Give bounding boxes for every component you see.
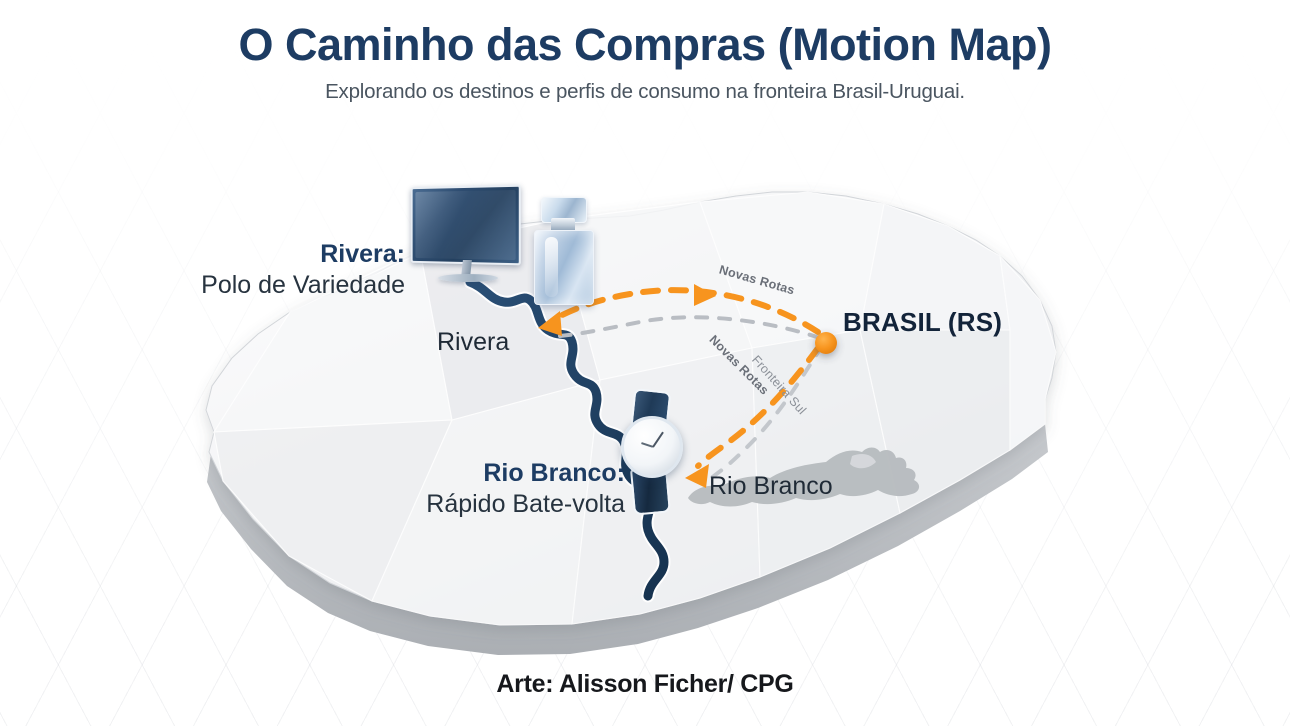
callout-rio-branco-description: Rápido Bate-volta — [426, 489, 625, 518]
origin-label-brasil-rs: BRASIL (RS) — [843, 307, 1003, 337]
page-title: O Caminho das Compras (Motion Map) — [238, 19, 1052, 70]
callout-rivera: Rivera: Polo de Variedade — [150, 240, 405, 300]
callout-rio-branco: Rio Branco: Rápido Bate-volta — [370, 459, 625, 519]
artwork-credit: Arte: Alisson Ficher/ CPG — [496, 670, 794, 698]
page-subtitle: Explorando os destinos e perfis de consu… — [325, 79, 965, 103]
perfume-bottle-icon — [527, 194, 599, 306]
callout-rivera-description: Polo de Variedade — [201, 270, 405, 299]
header: O Caminho das Compras (Motion Map) Explo… — [0, 20, 1290, 104]
callout-rivera-title: Rivera: — [320, 240, 405, 268]
callout-rio-branco-title: Rio Branco: — [483, 459, 625, 487]
city-label-rio-branco: Rio Branco — [709, 472, 833, 500]
tv-icon — [408, 184, 521, 296]
origin-marker[interactable] — [815, 332, 837, 354]
city-label-rivera: Rivera — [437, 328, 510, 356]
